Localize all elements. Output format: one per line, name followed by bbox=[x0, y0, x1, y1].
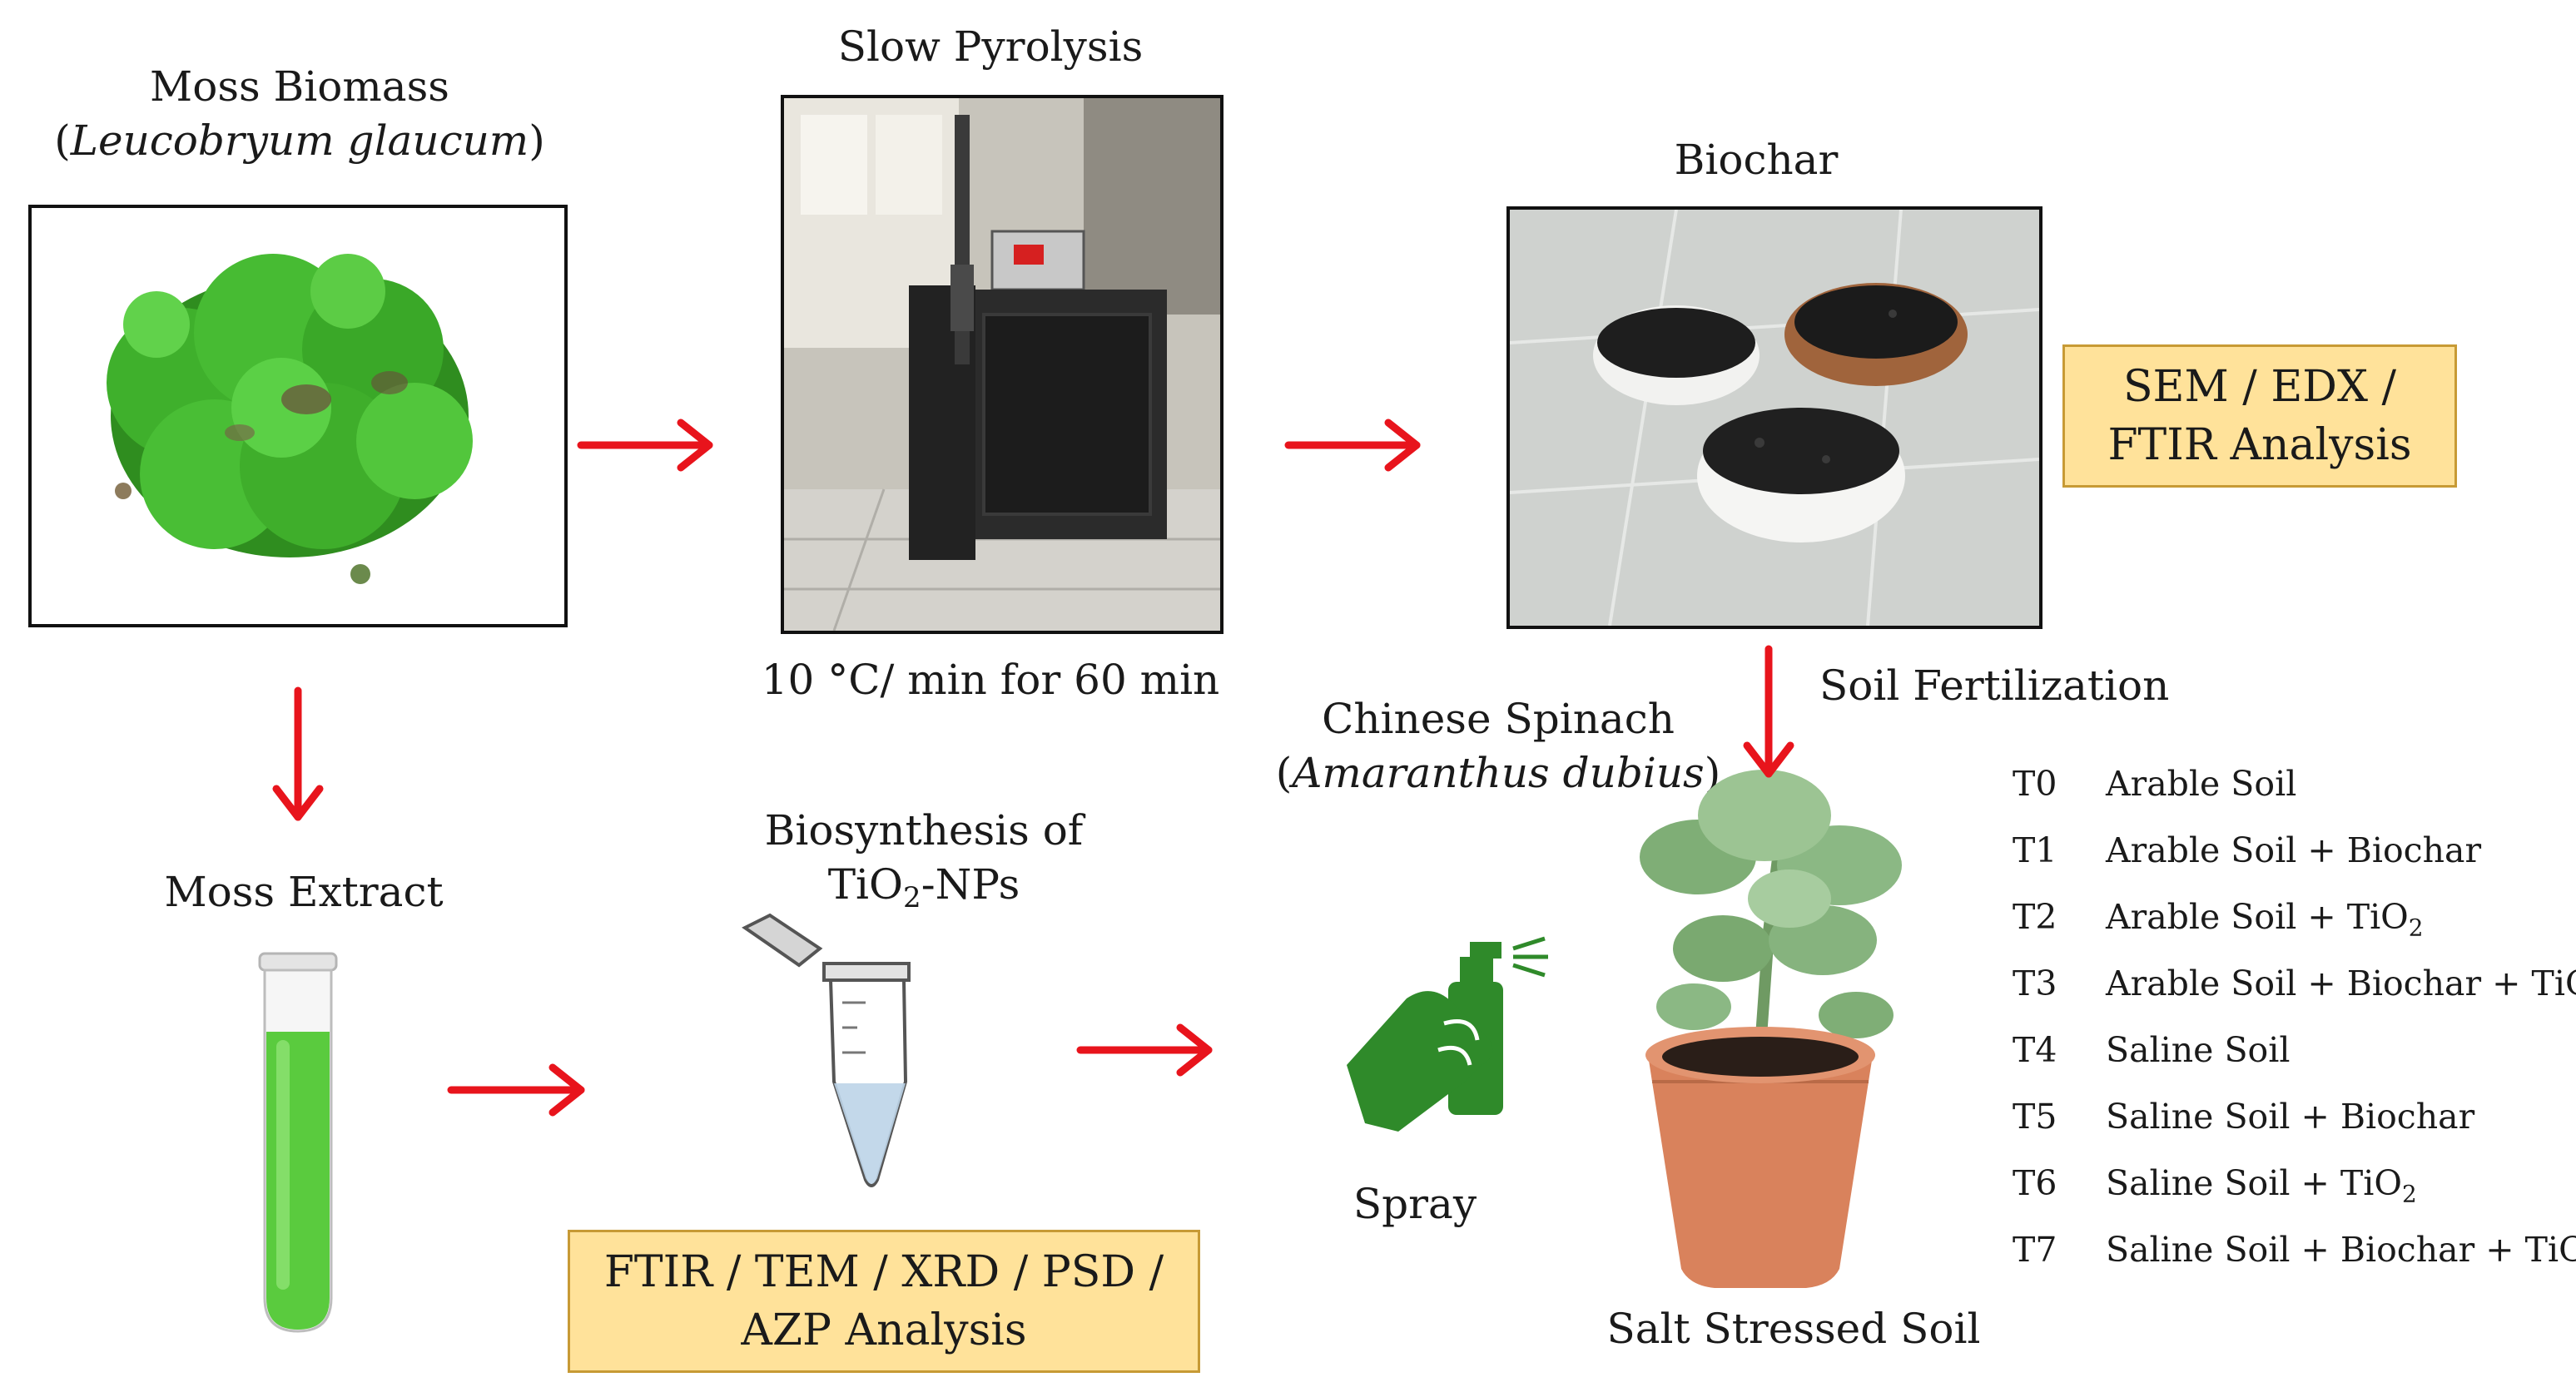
treatment-description: Arable Soil + Biochar + TiO2 bbox=[2106, 964, 2576, 1003]
treatment-description: Arable Soil bbox=[2106, 764, 2297, 804]
salt-stressed-soil-label: Salt Stressed Soil bbox=[1606, 1305, 1981, 1353]
treatment-description: Saline Soil bbox=[2106, 1030, 2291, 1070]
moss-biomass-photo bbox=[28, 205, 568, 627]
moss-biomass-title: Moss Biomass (Leucobryum glaucum) bbox=[54, 62, 545, 165]
treatment-row: T3 Arable Soil + Biochar + TiO2 bbox=[2013, 954, 2576, 1020]
slow-pyrolysis-title: Slow Pyrolysis bbox=[837, 22, 1144, 71]
arrow-extract-to-biosynthesis bbox=[447, 1063, 585, 1117]
treatment-description: Saline Soil + Biochar bbox=[2106, 1097, 2475, 1137]
treatment-description: Arable Soil + Biochar bbox=[2106, 830, 2482, 870]
moss-extract-title: Moss Extract bbox=[164, 868, 444, 916]
arrow-moss-to-extract bbox=[272, 686, 324, 821]
treatment-code: T3 bbox=[2013, 964, 2057, 1003]
biochar-title: Biochar bbox=[1674, 136, 1839, 184]
treatment-row: T1 Arable Soil + Biochar bbox=[2013, 820, 2570, 887]
pyrolysis-furnace-photo bbox=[781, 95, 1223, 634]
soil-fertilization-label: Soil Fertilization bbox=[1819, 661, 2170, 710]
arrow-biochar-to-soil bbox=[1743, 645, 1794, 778]
arrow-moss-to-pyrolysis bbox=[577, 419, 713, 472]
furnace-image bbox=[784, 98, 1220, 631]
arrow-biosynthesis-to-spray bbox=[1076, 1023, 1213, 1077]
treatment-row: T5 Saline Soil + Biochar bbox=[2013, 1087, 2570, 1153]
biochar-analysis-box: SEM / EDX / FTIR Analysis bbox=[2062, 344, 2457, 488]
biosynthesis-title: Biosynthesis of TiO2-NPs bbox=[764, 806, 1084, 915]
biochar-cups-image bbox=[1510, 210, 2039, 626]
pyrolysis-condition: 10 °C/ min for 60 min bbox=[761, 656, 1220, 704]
treatment-description: Saline Soil + Biochar + TiO2 bbox=[2106, 1230, 2576, 1270]
biochar-photo bbox=[1506, 206, 2042, 629]
treatment-code: T1 bbox=[2013, 830, 2057, 870]
spray-label: Spray bbox=[1353, 1180, 1477, 1228]
chinese-spinach-title: Chinese Spinach (Amaranthus dubius) bbox=[1275, 695, 1721, 797]
moss-clump-image bbox=[107, 254, 473, 584]
treatment-row: T2 Arable Soil + TiO2 bbox=[2013, 887, 2570, 954]
treatment-code: T6 bbox=[2013, 1163, 2057, 1203]
nanoparticle-analysis-box: FTIR / TEM / XRD / PSD / AZP Analysis bbox=[568, 1230, 1200, 1373]
treatment-code: T2 bbox=[2013, 897, 2057, 937]
treatment-code: T5 bbox=[2013, 1097, 2057, 1137]
treatment-description: Arable Soil + TiO2 bbox=[2106, 897, 2424, 942]
treatment-description: Saline Soil + TiO2 bbox=[2106, 1163, 2417, 1208]
treatment-row: T7 Saline Soil + Biochar + TiO2 bbox=[2013, 1220, 2576, 1286]
treatment-code: T4 bbox=[2013, 1030, 2057, 1070]
arrow-pyrolysis-to-biochar bbox=[1284, 419, 1421, 472]
treatment-row: T6 Saline Soil + TiO2 bbox=[2013, 1153, 2570, 1220]
treatment-row: T4 Saline Soil bbox=[2013, 1020, 2570, 1087]
treatment-row: T0 Arable Soil bbox=[2013, 754, 2570, 820]
treatment-code: T7 bbox=[2013, 1230, 2057, 1270]
treatment-code: T0 bbox=[2013, 764, 2057, 804]
